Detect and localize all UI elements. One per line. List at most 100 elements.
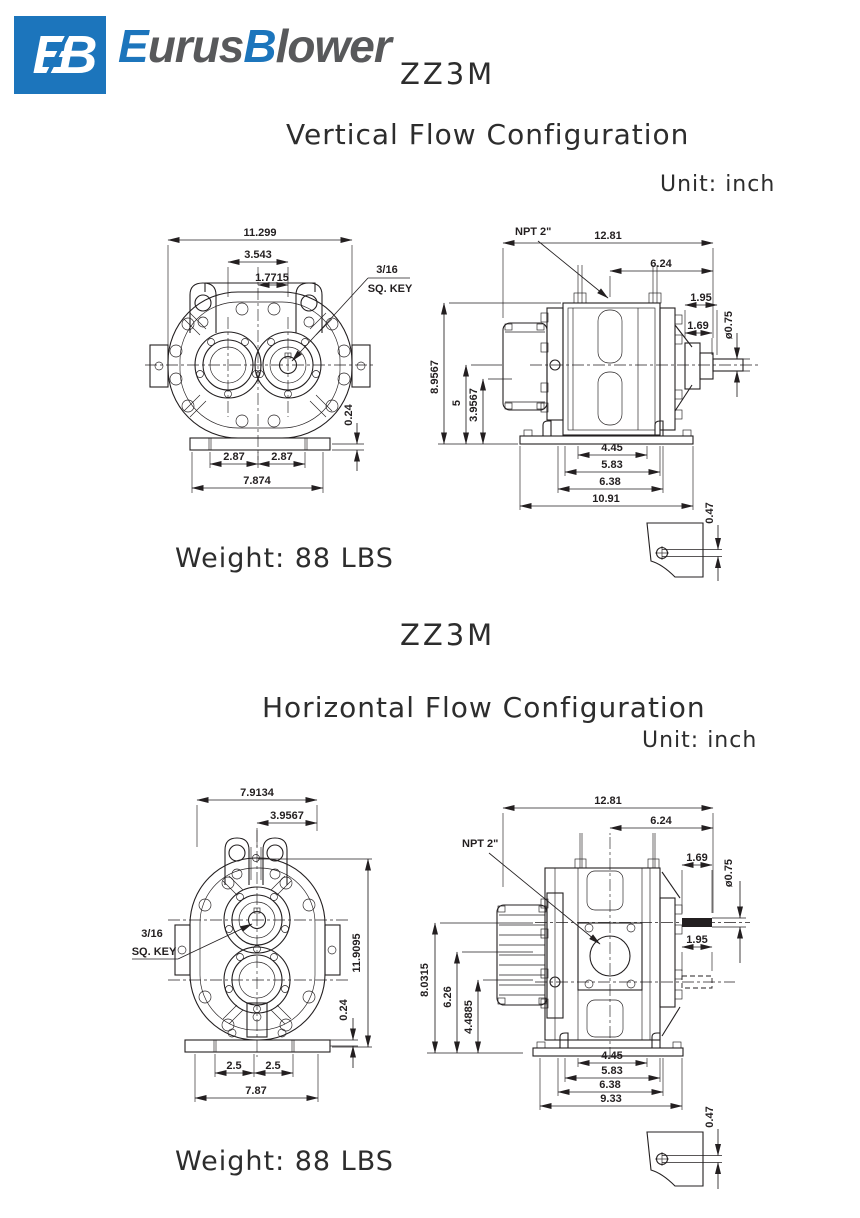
dim-text: 9.33 — [600, 1093, 621, 1105]
port-callout: NPT 2" — [462, 838, 601, 945]
foot-slot-detail: 0.47 — [646, 1106, 722, 1189]
brand-letter-e: E — [118, 20, 149, 72]
vertical-end-view-drawing: 11.299 3.543 1.7715 3/16 SQ. KEY 2.87 2.… — [145, 227, 413, 493]
flange-corner-bolts — [584, 923, 636, 989]
dim-text: 2.87 — [271, 451, 292, 463]
dim-foot-step: 0.24 — [330, 998, 358, 1068]
dim-text: 1.7715 — [255, 272, 289, 284]
dim-foot-1: 4.45 — [577, 442, 648, 459]
bearing-assembly — [659, 871, 713, 1037]
key-label-text: SQ. KEY — [132, 946, 177, 958]
centerlines — [168, 830, 348, 1057]
dim-overall-width: 7.9134 — [196, 787, 318, 847]
blower-body-side-view — [502, 265, 744, 445]
dim-text: 3.543 — [244, 249, 272, 261]
model-heading-vertical: ZZ3M — [400, 57, 496, 91]
dim-text: 1.69 — [687, 320, 708, 332]
left-bore — [194, 331, 262, 399]
inlet-port-circle — [589, 935, 631, 977]
dim-bore-half-spacing: 1.7715 — [255, 272, 289, 288]
dim-text: 5.83 — [601, 1065, 622, 1077]
dim-text: 7.87 — [245, 1085, 266, 1097]
dim-text: 0.24 — [338, 998, 350, 1020]
foot-plate — [184, 1039, 331, 1053]
dim-port-to-shaft-end: 6.24 — [609, 815, 714, 835]
blower-body-end-view — [174, 837, 341, 1053]
unit-label-horizontal: Unit: inch — [642, 728, 758, 753]
dim-shaft-diameter: ø0.75 — [715, 311, 750, 397]
dim-text: 1.95 — [686, 934, 707, 946]
dim-text: 6.38 — [599, 1079, 620, 1091]
dim-text: 3.9567 — [270, 810, 304, 822]
logo-monogram: EB — [32, 25, 95, 85]
right-bore-shaft — [254, 331, 322, 399]
dim-text: 8.9567 — [430, 360, 441, 394]
dim-overall-height: 8.0315 — [419, 922, 533, 1054]
dim-text: 6.24 — [650, 815, 672, 827]
flange-bolts — [198, 876, 316, 1038]
dim-text: 1.95 — [690, 292, 711, 304]
key-size-text: 3/16 — [141, 928, 162, 940]
dim-shaft-diameter: ø0.75 — [712, 859, 746, 963]
horizontal-side-view-drawing: NPT 2" 12.81 6.24 1.69 ø0.75 1.95 8.0315… — [419, 795, 750, 1189]
port-label-text: NPT 2" — [462, 838, 498, 850]
dim-text: 0.47 — [704, 1106, 716, 1127]
dim-foot-length: 7.87 — [194, 1054, 319, 1102]
dim-overall-length: 12.81 — [502, 795, 714, 913]
dim-text: 2.5 — [265, 1060, 280, 1072]
weight-label-vertical: Weight: 88 LBS — [175, 543, 394, 574]
brand-word-lower: lower — [275, 20, 392, 72]
dim-foot-4: 10.91 — [519, 446, 694, 510]
dim-foot-step: 0.24 — [332, 403, 364, 471]
dim-text: 11.299 — [243, 227, 276, 239]
dim-text: 0.47 — [704, 502, 716, 523]
dim-foot-1: 4.45 — [577, 1050, 648, 1067]
blower-body-side-view — [496, 833, 713, 1057]
centerlines — [145, 267, 375, 460]
key-size-text: 3/16 — [376, 264, 397, 276]
dim-lower-shaft: 1.95 — [681, 934, 713, 971]
dim-text: 11.9095 — [351, 933, 363, 972]
dim-half-width: 3.9567 — [256, 810, 318, 847]
dim-foot-2: 5.83 — [564, 446, 661, 476]
dim-overall-height: 8.9567 — [430, 302, 561, 445]
port-label-text: NPT 2" — [515, 226, 551, 238]
port-callout: NPT 2" — [515, 226, 609, 299]
dim-text: 0.24 — [343, 403, 355, 425]
dim-foot-bolts: 2.5 2.5 — [214, 1054, 294, 1077]
section-title-horizontal: Horizontal Flow Configuration — [262, 691, 706, 724]
key-callout: 3/16 SQ. KEY — [132, 923, 253, 960]
dim-shaft-center-height: 6.26 — [442, 951, 533, 1054]
gear-housing — [502, 307, 564, 421]
dim-text: 7.9134 — [240, 787, 275, 799]
dim-foot-2: 5.83 — [564, 1058, 661, 1082]
dim-text: 4.4885 — [463, 1000, 475, 1034]
key-label-text: SQ. KEY — [368, 283, 413, 295]
blower-body-end-view — [149, 282, 371, 451]
foot-slot-detail: 0.47 — [646, 502, 722, 581]
brand-wordmark: EurusBlower — [118, 19, 392, 73]
brand-word-urus: urus — [147, 20, 245, 72]
dim-text: 2.87 — [223, 451, 244, 463]
dim-text: 7.874 — [243, 475, 271, 487]
dim-overall-length: 12.81 — [502, 230, 714, 338]
dim-overall-height: 11.9095 — [258, 858, 372, 1048]
dim-text: 5 — [451, 400, 463, 406]
mounting-feet — [519, 420, 694, 445]
dim-shaft-overhang: 1.95 — [684, 292, 718, 355]
section-title-vertical: Vertical Flow Configuration — [286, 118, 690, 151]
dim-text: 4.45 — [601, 1050, 622, 1062]
dim-bore-spacing: 3.543 — [227, 249, 289, 297]
dim-text: 5.83 — [601, 459, 622, 471]
dim-text: 10.91 — [592, 493, 620, 505]
key-callout: 3/16 SQ. KEY — [291, 264, 413, 362]
dim-text: 6.38 — [599, 476, 620, 488]
foot-plate — [189, 437, 331, 451]
brand-letter-b: B — [243, 20, 276, 72]
dim-gear-center-height: 4.4885 — [463, 979, 533, 1054]
dim-text: 12.81 — [594, 795, 622, 807]
ribs — [183, 312, 333, 418]
flange-bolts — [169, 302, 351, 428]
dim-foot-3: 6.38 — [557, 1058, 664, 1096]
